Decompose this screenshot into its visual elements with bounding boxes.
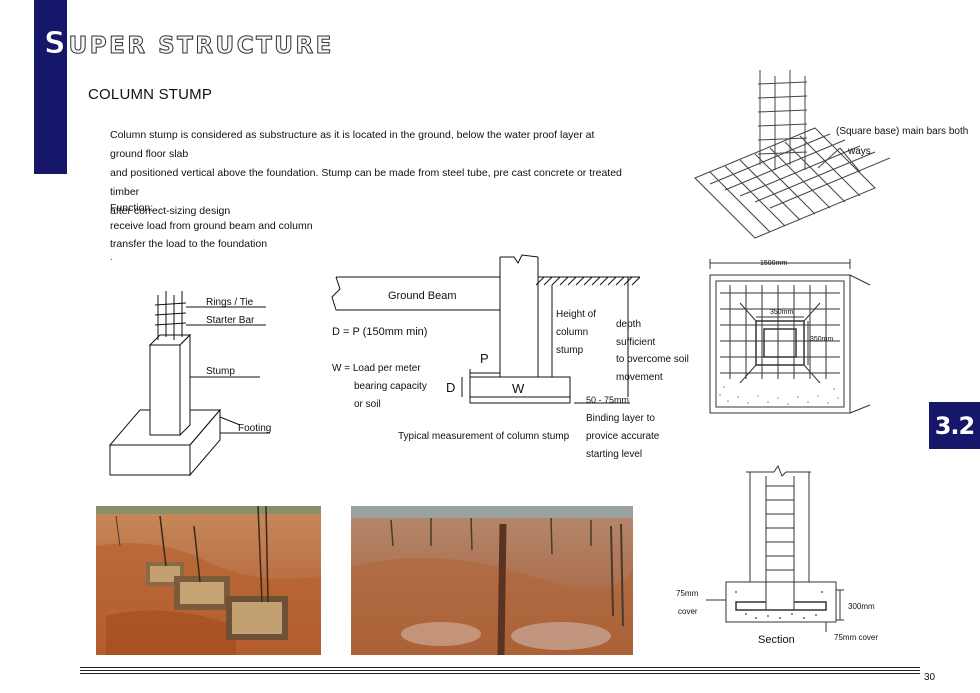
label-height-2: column bbox=[556, 327, 588, 338]
footer-rule bbox=[80, 667, 920, 675]
label-p: P bbox=[480, 351, 489, 366]
label-height-3: stump bbox=[556, 345, 584, 356]
label-w-equation-3: or soil bbox=[354, 399, 381, 410]
label-plan-inner-top: 350mm bbox=[770, 309, 794, 316]
page-title-rest: UPER STRUCTURE bbox=[68, 33, 334, 60]
label-section-cover-bottom: 75mm cover bbox=[834, 633, 878, 642]
photo-starter-bars-site bbox=[351, 506, 633, 655]
label-d: D bbox=[446, 380, 455, 395]
label-binding-2: provice accurate bbox=[586, 431, 660, 442]
label-binding-1: Binding layer to bbox=[586, 413, 655, 424]
intro-line: and positioned vertical above the founda… bbox=[110, 167, 622, 198]
label-main-bars-ways: ways bbox=[847, 146, 871, 157]
label-height-1: Height of bbox=[556, 309, 596, 320]
label-section-depth: 300mm bbox=[848, 602, 875, 611]
section-number-badge: 3.2 bbox=[929, 402, 980, 449]
function-heading: Function: bbox=[110, 202, 154, 214]
function-block: Function: receive load from ground beam … bbox=[110, 199, 410, 253]
page-title: S UPER STRUCTURE bbox=[44, 26, 334, 62]
label-w-equation-1: W = Load per meter bbox=[332, 363, 421, 374]
typical-measurement-diagram: Ground Beam D = P (150mm min) W = Load p… bbox=[331, 254, 689, 460]
function-line: receive load from ground beam and column bbox=[110, 220, 313, 232]
stump-3d-sketch: Rings / Tie Starter Bar Stump Footing bbox=[108, 291, 271, 477]
stray-mark: . bbox=[110, 253, 113, 262]
photo-footing-formwork bbox=[96, 506, 321, 655]
label-depth-3: to overcome soil bbox=[616, 354, 689, 365]
label-main-bars: (Square base) main bars both bbox=[836, 126, 968, 137]
diagram-caption: Typical measurement of column stump bbox=[398, 431, 570, 442]
label-starter-bar: Starter Bar bbox=[206, 315, 255, 326]
label-ground-beam: Ground Beam bbox=[388, 290, 456, 302]
label-section-cover-left-1: 75mm bbox=[676, 589, 699, 598]
label-depth-2: sufficient bbox=[616, 337, 656, 348]
footing-section-view: 75mm cover 300mm 75mm cover Section bbox=[676, 464, 878, 646]
label-depth-1: depth bbox=[616, 319, 641, 330]
section-subtitle: COLUMN STUMP bbox=[88, 86, 213, 103]
label-footing: Footing bbox=[238, 423, 271, 434]
function-line: transfer the load to the foundation bbox=[110, 238, 268, 250]
page-title-first-letter: S bbox=[44, 26, 67, 62]
label-binding-3: starting level bbox=[586, 449, 642, 460]
footing-plan-view: 1500mm 350mm 350mm bbox=[709, 259, 871, 414]
page-number: 30 bbox=[924, 672, 936, 683]
label-binding-dim: 50 - 75mm bbox=[586, 395, 629, 405]
intro-paragraph: Column stump is considered as substructu… bbox=[110, 126, 630, 221]
label-w-equation-2: bearing capacity bbox=[354, 381, 427, 392]
header-color-band bbox=[34, 0, 67, 174]
label-section-cover-left-2: cover bbox=[678, 607, 698, 616]
section-caption: Section bbox=[758, 634, 795, 646]
intro-line: Column stump is considered as substructu… bbox=[110, 129, 595, 160]
label-w: W bbox=[512, 381, 525, 396]
label-d-equation: D = P (150mm min) bbox=[332, 326, 427, 338]
label-stump: Stump bbox=[206, 366, 235, 377]
label-depth-4: movement bbox=[616, 372, 663, 383]
label-rings-tie: Rings / Tie bbox=[206, 297, 254, 308]
isometric-rebar-cage: (Square base) main bars both ways bbox=[694, 70, 968, 239]
intro-line: after correct-sizing design bbox=[110, 205, 231, 217]
label-plan-inner-side: 350mm bbox=[810, 336, 834, 343]
label-plan-width: 1500mm bbox=[760, 260, 787, 267]
